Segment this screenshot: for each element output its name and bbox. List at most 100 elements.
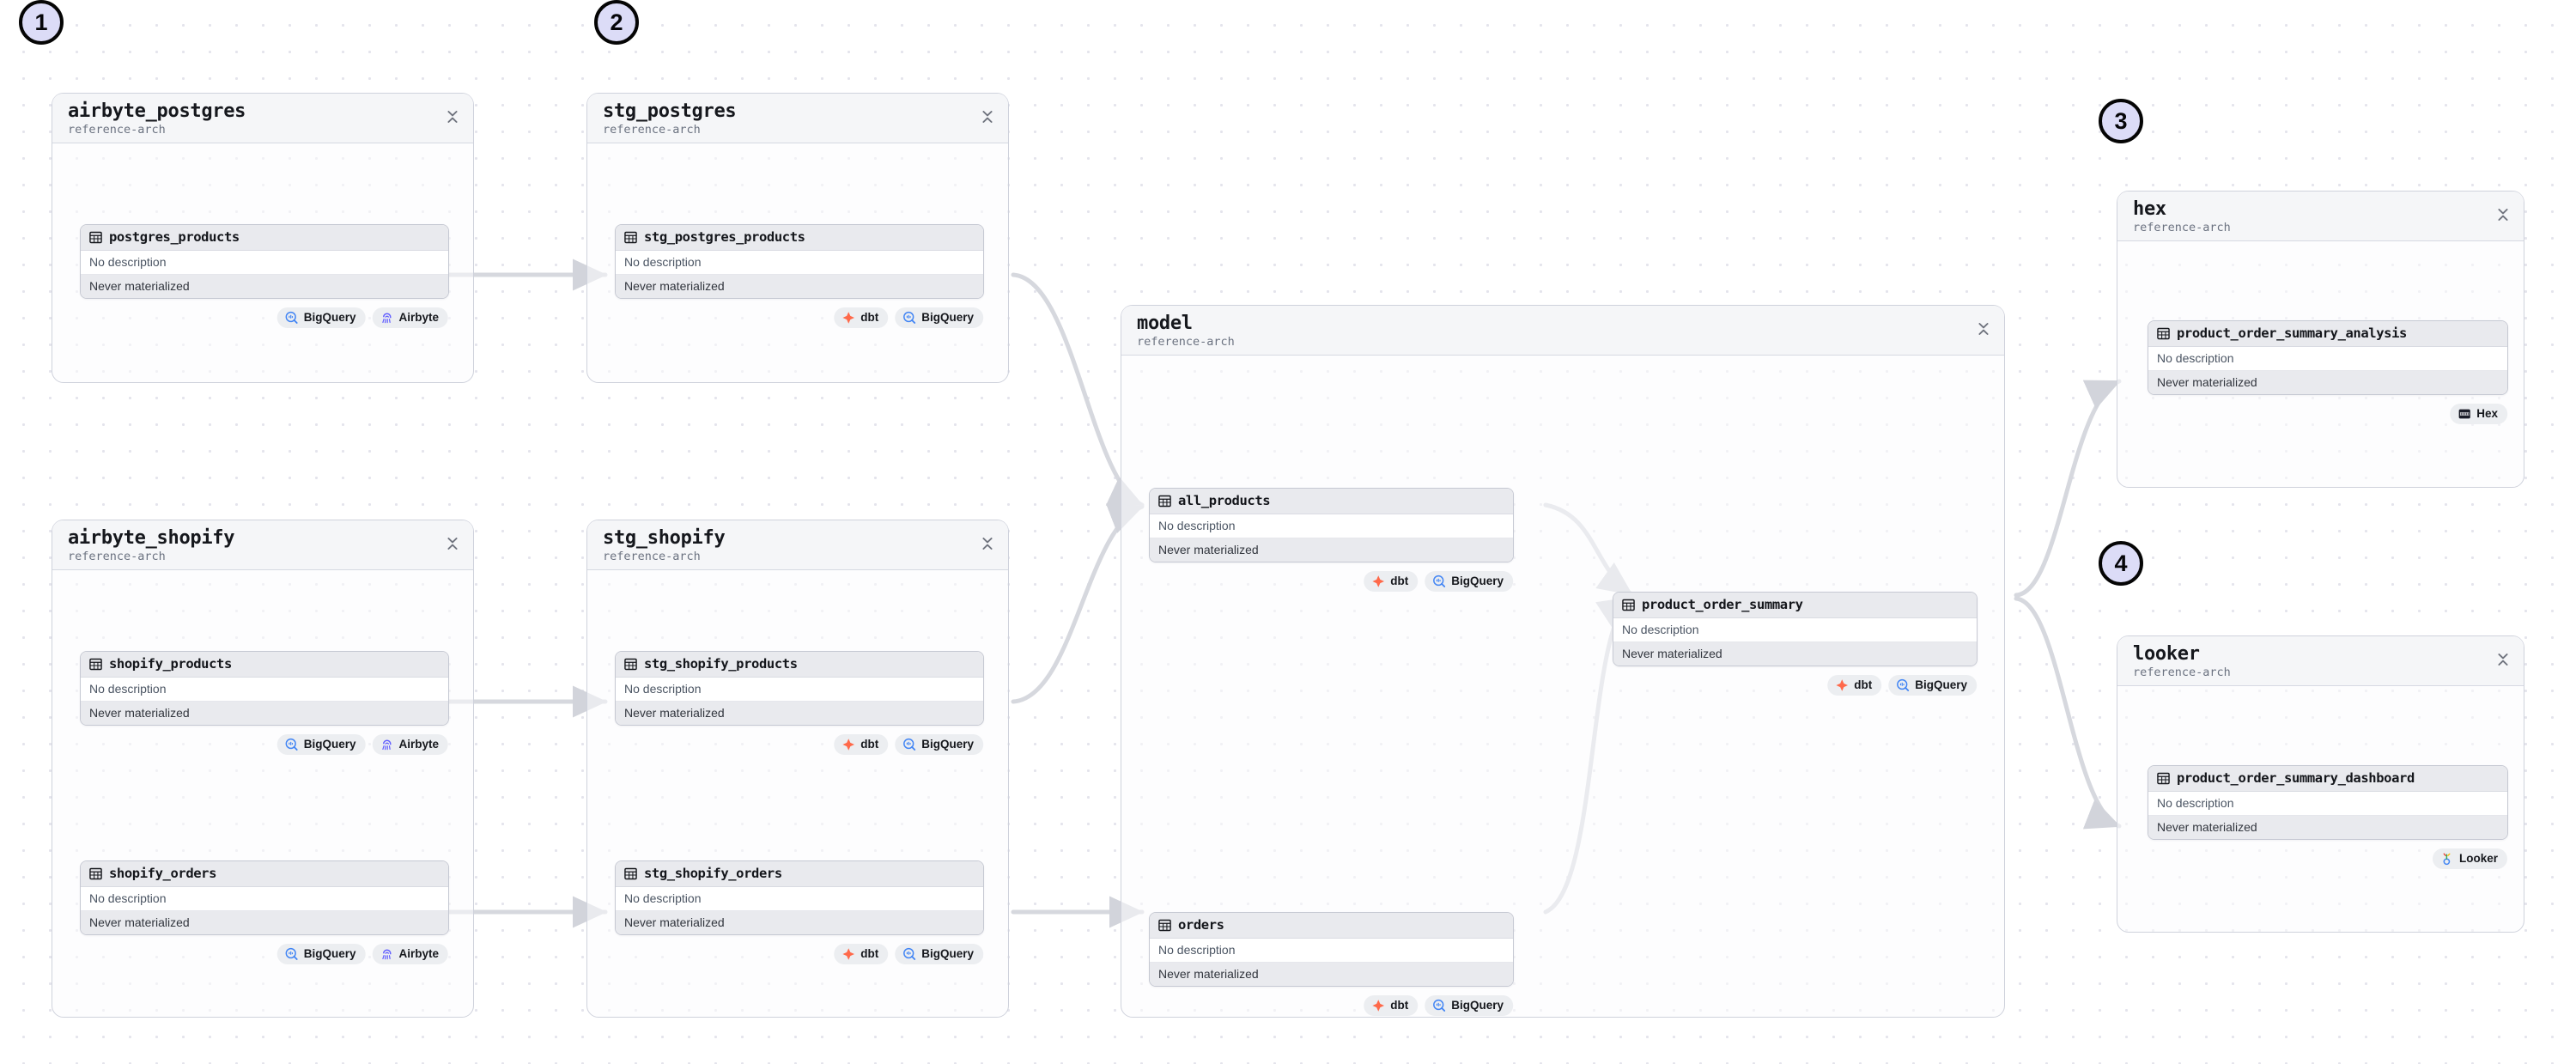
collapse-vertical-icon[interactable]: [1977, 319, 1990, 338]
collapse-vertical-icon[interactable]: [2496, 205, 2510, 224]
tag-chip-airbyte[interactable]: Airbyte: [372, 734, 448, 755]
group-subtitle: reference-arch: [68, 550, 166, 563]
tag-chip-label: BigQuery: [921, 947, 974, 960]
bigquery-icon: [285, 311, 298, 324]
asset-materialization: Never materialized: [1613, 642, 1977, 666]
collapse-button[interactable]: [2496, 643, 2510, 673]
collapse-button[interactable]: [981, 100, 994, 131]
collapse-vertical-icon[interactable]: [446, 534, 459, 553]
tag-chip-bigquery[interactable]: BigQuery: [1425, 995, 1513, 1016]
group-title: hex: [2133, 198, 2166, 220]
tag-chip-bigquery[interactable]: BigQuery: [276, 734, 366, 755]
collapse-vertical-icon[interactable]: [981, 107, 994, 126]
table-icon: [89, 231, 102, 243]
tag-chip-dbt[interactable]: dbt: [834, 307, 889, 328]
asset-header[interactable]: shopify_products: [81, 652, 448, 678]
asset-tag-row: dbt BigQuery: [1827, 675, 1977, 696]
tag-chip-dbt[interactable]: dbt: [1364, 995, 1419, 1016]
asset-header[interactable]: stg_postgres_products: [616, 225, 983, 251]
asset-tag-row: dbt BigQuery: [1364, 995, 1513, 1016]
tag-chip-dbt[interactable]: dbt: [834, 734, 889, 755]
group-subtitle: reference-arch: [2133, 666, 2231, 679]
asset-header[interactable]: stg_shopify_orders: [616, 861, 983, 887]
tag-chip-airbyte[interactable]: Airbyte: [372, 307, 448, 328]
asset-header[interactable]: shopify_orders: [81, 861, 448, 887]
asset-description: No description: [81, 887, 448, 911]
collapse-button[interactable]: [2496, 198, 2510, 228]
collapse-button[interactable]: [446, 100, 459, 131]
tag-chip-label: BigQuery: [303, 738, 356, 751]
tag-chip-hex[interactable]: Hex: [2450, 404, 2507, 424]
asset-tag-row: Looker: [2432, 848, 2507, 869]
asset-header[interactable]: orders: [1150, 913, 1513, 939]
asset-name: shopify_orders: [109, 866, 217, 881]
tag-chip-label: BigQuery: [1451, 999, 1504, 1012]
asset-tag-row: dbt BigQuery: [834, 944, 983, 964]
asset-materialization: Never materialized: [616, 275, 983, 298]
asset-materialization: Never materialized: [81, 275, 448, 298]
tag-chip-bigquery[interactable]: BigQuery: [276, 307, 366, 328]
tag-chip-bigquery[interactable]: BigQuery: [895, 944, 983, 964]
asset-name: all_products: [1178, 493, 1271, 508]
tag-chip-dbt[interactable]: dbt: [1364, 571, 1419, 592]
collapse-button[interactable]: [446, 527, 459, 557]
asset-name: stg_shopify_orders: [644, 866, 782, 881]
asset-header[interactable]: stg_shopify_products: [616, 652, 983, 678]
asset-materialization: Never materialized: [616, 702, 983, 725]
tag-chip-bigquery[interactable]: BigQuery: [1888, 675, 1977, 696]
asset-header[interactable]: all_products: [1150, 489, 1513, 514]
tag-chip-bigquery[interactable]: BigQuery: [276, 944, 366, 964]
collapse-button[interactable]: [1977, 313, 1990, 343]
tag-chip-bigquery[interactable]: BigQuery: [1425, 571, 1513, 592]
asset-header[interactable]: product_order_summary_dashboard: [2148, 766, 2507, 792]
hex-icon: [2458, 409, 2470, 419]
collapse-vertical-icon[interactable]: [981, 534, 994, 553]
tag-chip-bigquery[interactable]: BigQuery: [895, 307, 983, 328]
tag-chip-dbt[interactable]: dbt: [1827, 675, 1882, 696]
asset-description: No description: [616, 887, 983, 911]
table-icon: [2157, 327, 2170, 339]
asset-tag-row: dbt BigQuery: [834, 307, 983, 328]
tag-chip-label: Looker: [2458, 852, 2498, 865]
tag-chip-airbyte[interactable]: Airbyte: [372, 944, 448, 964]
collapse-button[interactable]: [981, 527, 994, 557]
collapse-vertical-icon[interactable]: [2496, 650, 2510, 669]
tag-chip-looker[interactable]: Looker: [2432, 848, 2507, 869]
asset-header[interactable]: postgres_products: [81, 225, 448, 251]
dbt-icon: [1836, 679, 1849, 691]
collapse-vertical-icon[interactable]: [446, 107, 459, 126]
tag-chip-dbt[interactable]: dbt: [834, 944, 889, 964]
asset-header[interactable]: product_order_summary: [1613, 593, 1977, 618]
asset-header[interactable]: product_order_summary_analysis: [2148, 321, 2507, 347]
tag-chip-label: dbt: [860, 311, 879, 324]
tag-chip-bigquery[interactable]: BigQuery: [895, 734, 983, 755]
dbt-icon: [1372, 575, 1385, 587]
